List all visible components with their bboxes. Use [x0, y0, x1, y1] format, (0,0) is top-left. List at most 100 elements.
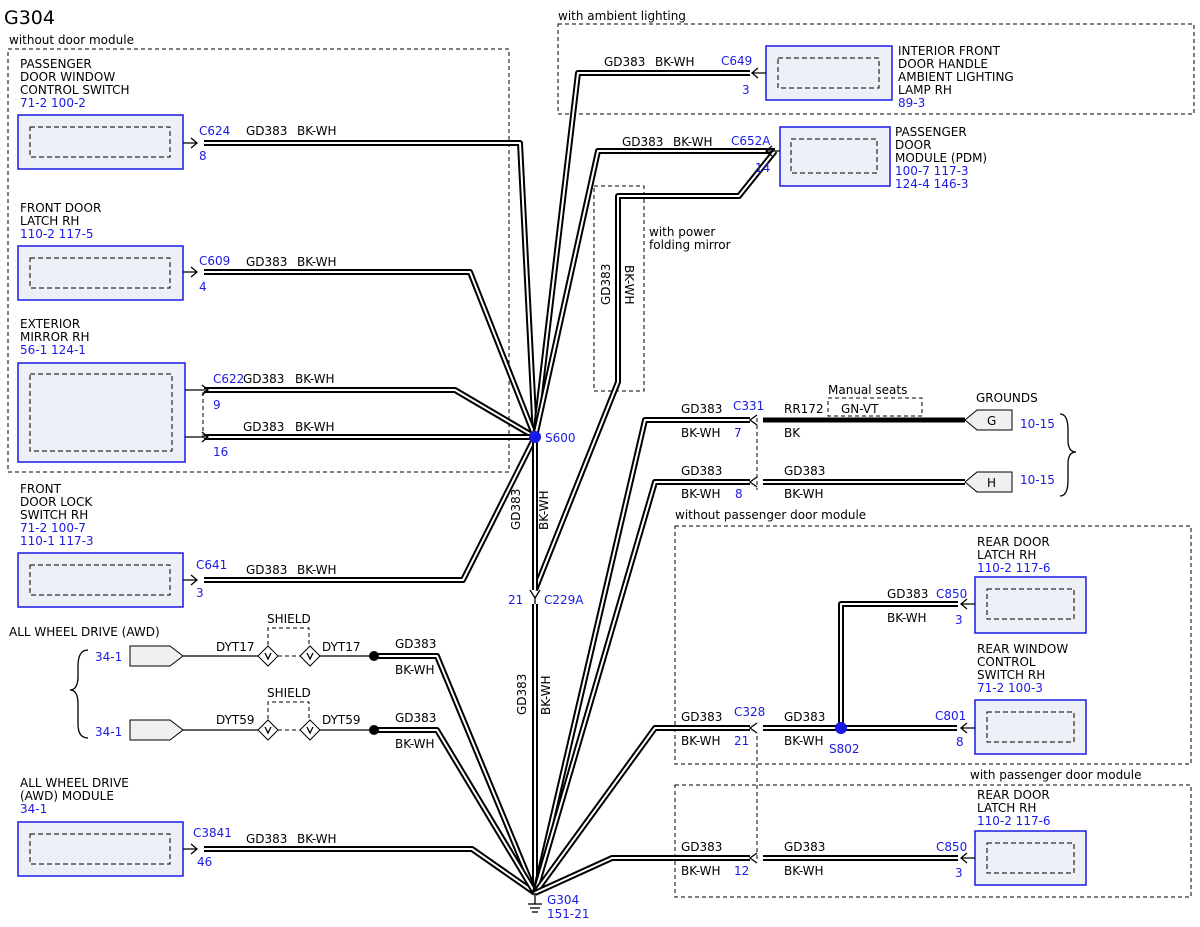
awd-ref: 34-1 — [95, 650, 122, 664]
pin-label: 8 — [199, 149, 207, 163]
wire-circuit-label: GD383 — [681, 840, 722, 854]
component-pdm: PASSENGER DOOR MODULE (PDM) 100-7 117-3 … — [599, 125, 987, 305]
wire-c609 — [204, 269, 538, 439]
component-refs: 89-3 — [898, 96, 925, 110]
wire-c328-21 — [532, 725, 750, 895]
connector-arrow — [959, 722, 975, 734]
wire-circuit-label: GD383 — [887, 587, 928, 601]
component-name: INTERIOR FRONT — [898, 44, 1001, 58]
pin-label: 3 — [955, 613, 963, 627]
wire-circuit-label: GD383 — [784, 840, 825, 854]
junction-dot — [369, 725, 379, 735]
shield-label: SHIELD — [267, 686, 311, 700]
rr172-label: RR172 — [784, 402, 824, 416]
connector-arrow — [750, 67, 766, 79]
component-refs: 124-4 146-3 — [895, 177, 969, 191]
wire-color-label: BK-WH — [681, 426, 721, 440]
shield-tick — [306, 726, 314, 735]
junction-dot — [369, 651, 379, 661]
wire-circuit-label: GD383 — [784, 464, 825, 478]
component-inner — [29, 257, 171, 289]
wire-circuit-label: GD383 — [622, 135, 663, 149]
component-name: DOOR HANDLE — [898, 57, 988, 71]
component-refs: 110-1 117-3 — [20, 534, 94, 548]
wire-color-label: BK-WH — [297, 124, 337, 138]
wire-c622-9 — [204, 387, 537, 440]
wire-color-label: BK-WH — [297, 563, 337, 577]
wire-awd-1 — [374, 653, 538, 895]
component-name: EXTERIOR — [20, 317, 80, 331]
awd-brace — [69, 649, 89, 739]
component-refs: 71-2 100-3 — [977, 681, 1043, 695]
component-name: REAR WINDOW — [977, 642, 1068, 656]
connector-arrow — [185, 384, 210, 396]
awd-terminal — [129, 645, 184, 667]
region-label-with-pdm: with passenger door module — [970, 768, 1142, 782]
wires — [183, 70, 965, 896]
c328-pin: 12 — [734, 864, 749, 878]
wire-circuit-label: GD383 — [509, 489, 523, 530]
component-box — [17, 114, 184, 170]
awd-dyt-lines — [183, 655, 374, 731]
region-with-ambient-lighting — [557, 23, 1195, 115]
component-box — [17, 821, 184, 877]
region-power-folding-mirror — [593, 185, 645, 392]
shield-bracket — [267, 701, 310, 719]
shield-diamond-icon — [299, 719, 321, 741]
shield-label: SHIELD — [267, 612, 311, 626]
wire-circuit-label: GD383 — [395, 711, 436, 725]
connector-label: C622 — [213, 372, 244, 386]
wire-color-label: BK-WH — [539, 675, 553, 715]
wire-c328-12 — [533, 855, 750, 896]
wire-circuit-label: GD383 — [681, 710, 722, 724]
connector-label: C850 — [936, 587, 967, 601]
region-label-power-folding-2: folding mirror — [649, 238, 731, 252]
component-name: SWITCH RH — [977, 668, 1045, 682]
component-inner — [29, 564, 171, 596]
component-name: CONTROL — [977, 655, 1036, 669]
region-without-passenger-door-module — [674, 525, 1192, 765]
connector-arrow — [183, 574, 199, 586]
ground-point-ref: 151-21 — [547, 907, 590, 921]
c229a-pin: 21 — [508, 593, 523, 607]
connector-label: C624 — [199, 124, 230, 138]
component-inner — [29, 373, 173, 452]
seat-color-label: GN-VT — [841, 402, 879, 416]
dyt17-label: DYT17 — [322, 640, 361, 654]
component-refs: 100-7 117-3 — [895, 164, 969, 178]
shield-diamond-icon — [257, 719, 279, 741]
wire-circuit-label: GD383 — [604, 55, 645, 69]
pin-label: 3 — [196, 586, 204, 600]
wire-color-label: BK-WH — [887, 611, 927, 625]
component-name: FRONT — [20, 482, 62, 496]
wire-color-label: BK-WH — [295, 372, 335, 386]
component-inner — [790, 138, 878, 174]
splice-s802 — [835, 722, 847, 734]
wire-circuit-label: GD383 — [246, 563, 287, 577]
component-inner — [29, 126, 171, 158]
ground-ref: 10-15 — [1020, 473, 1055, 487]
connector-c328-icon — [748, 722, 758, 864]
wire-c641 — [204, 435, 538, 583]
pin-label: 3 — [742, 83, 750, 97]
shield-tick — [264, 652, 272, 661]
c328-label: C328 — [734, 705, 765, 719]
grounds-label: GROUNDS — [976, 391, 1038, 405]
awd-terminal — [129, 719, 184, 741]
component-exterior-mirror-rh: EXTERIOR MIRROR RH 56-1 124-1 C622 9 16 … — [17, 317, 335, 463]
component-inner — [986, 842, 1075, 874]
wire-c624 — [204, 140, 538, 438]
component-rear-window-switch: REAR WINDOW CONTROL SWITCH RH 71-2 100-3… — [784, 642, 1087, 755]
component-ambient-lamp: INTERIOR FRONT DOOR HANDLE AMBIENT LIGHT… — [604, 44, 1014, 110]
component-rear-door-latch-b: REAR DOOR LATCH RH 110-2 117-6 C850 3 GD… — [784, 788, 1087, 886]
wire-circuit-label: GD383 — [599, 264, 613, 305]
ground-terminal-g — [964, 409, 1013, 431]
wire-color-label: BK-WH — [673, 135, 713, 149]
awd-group: ALL WHEEL DRIVE (AWD) 34-1 34-1 DYT17 DY… — [9, 612, 436, 751]
shield-tick — [264, 726, 272, 735]
component-box — [779, 126, 891, 187]
page-title: G304 — [4, 7, 55, 29]
wire-awd-2 — [374, 727, 538, 895]
component-passenger-door-window-switch: PASSENGER DOOR WINDOW CONTROL SWITCH 71-… — [17, 57, 337, 170]
